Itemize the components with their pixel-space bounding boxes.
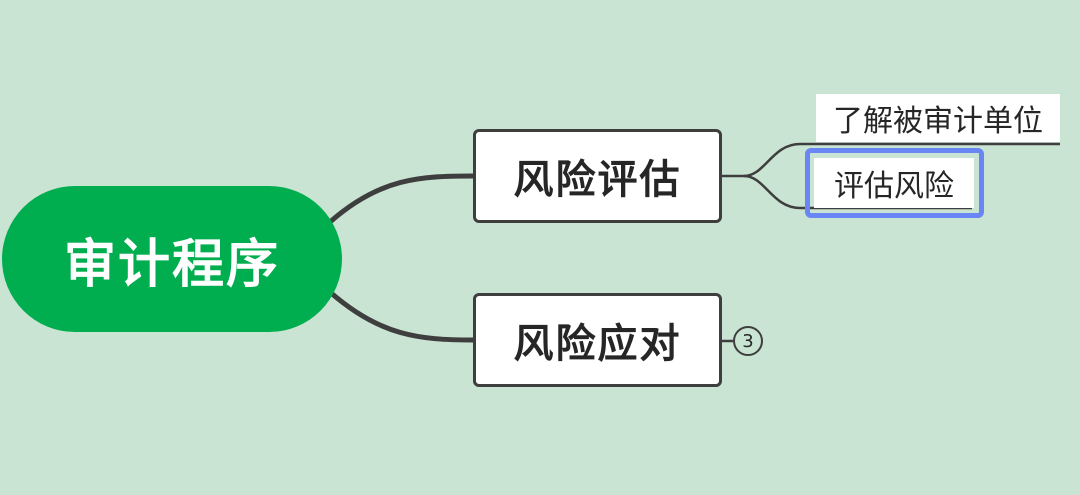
connector-risk-assessment-to-assess-risk xyxy=(743,174,972,210)
topic-label: 风险评估 xyxy=(513,157,682,203)
collapsed-count: 3 xyxy=(742,330,754,352)
selection-highlight xyxy=(805,148,984,218)
topic-risk-assessment[interactable]: 风险评估 xyxy=(473,129,722,223)
subtopic-assess-risk[interactable]: 评估风险 xyxy=(814,158,974,208)
connector-risk-assessment-to-understand-entity xyxy=(743,142,1060,178)
subtopic-label: 评估风险 xyxy=(834,169,954,204)
topic-risk-response[interactable]: 风险应对 xyxy=(473,293,722,387)
connector-root-to-risk-response xyxy=(327,289,476,343)
subtopic-label: 了解被审计单位 xyxy=(833,104,1043,139)
root-topic[interactable]: 审计程序 xyxy=(2,186,342,332)
connector-root-to-risk-assessment xyxy=(327,173,476,225)
subtopic-understand-entity[interactable]: 了解被审计单位 xyxy=(816,94,1060,142)
collapsed-count-badge[interactable]: 3 xyxy=(733,326,763,356)
topic-label: 风险应对 xyxy=(513,321,682,367)
root-topic-label: 审计程序 xyxy=(63,234,280,295)
